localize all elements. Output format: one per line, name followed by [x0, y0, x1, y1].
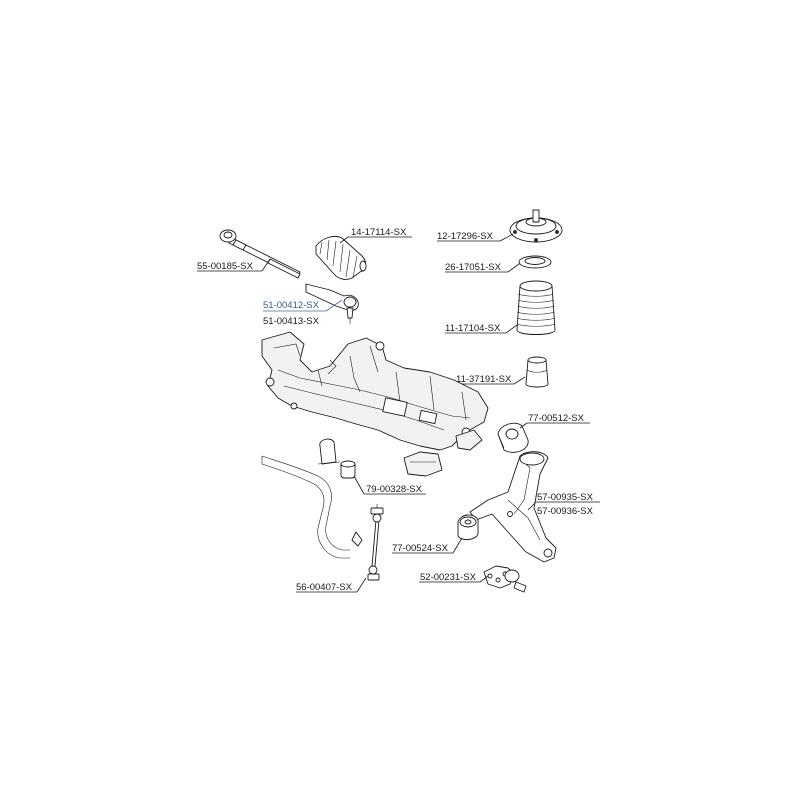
bearing-label[interactable]: 26-17051-SX: [445, 262, 502, 273]
stabilizer-link-leader: [296, 577, 367, 593]
arm-bushing-front-leader: [392, 537, 463, 554]
dust-boot-leader: [445, 324, 518, 334]
dust-boot[interactable]: [516, 280, 556, 335]
arm-bushing-front[interactable]: [457, 514, 479, 541]
bearing-leader: [445, 263, 520, 273]
bump-stop-leader: [453, 376, 526, 385]
tie-rod-end-leader: [263, 299, 343, 312]
subframe: [261, 331, 489, 477]
arm-bushing-rear[interactable]: [497, 422, 529, 453]
stabilizer-link-label[interactable]: 56-00407-SX: [296, 582, 353, 593]
control-arm[interactable]: [469, 451, 557, 563]
stabilizer-bar: [261, 455, 350, 559]
steering-boot-label[interactable]: 14-17114-SX: [351, 227, 407, 238]
strut-mount[interactable]: [509, 209, 563, 243]
arm-bushing-rear-leader: [519, 422, 590, 429]
arm-bushing-rear-label[interactable]: 77-00512-SX: [528, 413, 585, 424]
strut-mount-leader: [437, 233, 514, 242]
tie-rod-end-label[interactable]: 51-00412-SX: [263, 300, 320, 311]
ball-joint[interactable]: [483, 565, 527, 593]
bearing[interactable]: [518, 255, 552, 269]
tie-rod-end-label-alt[interactable]: 51-00413-SX: [263, 316, 320, 327]
bump-stop[interactable]: [525, 356, 549, 388]
tie-rod-end[interactable]: [305, 283, 359, 324]
control-arm-leader: [527, 501, 600, 511]
tie-rod-label[interactable]: 55-00185-SX: [197, 261, 254, 272]
stabilizer-link[interactable]: [351, 504, 384, 581]
control-arm-label[interactable]: 57-00935-SX: [537, 492, 594, 503]
stabilizer-bushing[interactable]: [317, 438, 356, 479]
steering-boot[interactable]: [315, 235, 367, 280]
ball-joint-leader: [419, 575, 489, 583]
bump-stop-label[interactable]: 11-37191-SX: [456, 374, 512, 385]
dust-boot-label[interactable]: 11-17104-SX: [445, 323, 501, 334]
strut-mount-label[interactable]: 12-17296-SX: [437, 231, 494, 242]
tie-rod[interactable]: [219, 229, 301, 279]
ball-joint-label[interactable]: 52-00231-SX: [420, 572, 477, 583]
stabilizer-bushing-leader: [353, 475, 426, 495]
tie-rod-leader: [197, 258, 271, 272]
stabilizer-bushing-label[interactable]: 79-00328-SX: [366, 484, 423, 495]
steering-boot-leader: [339, 236, 412, 244]
control-arm-label-alt[interactable]: 57-00936-SX: [537, 506, 594, 517]
arm-bushing-front-label[interactable]: 77-00524-SX: [392, 543, 449, 554]
